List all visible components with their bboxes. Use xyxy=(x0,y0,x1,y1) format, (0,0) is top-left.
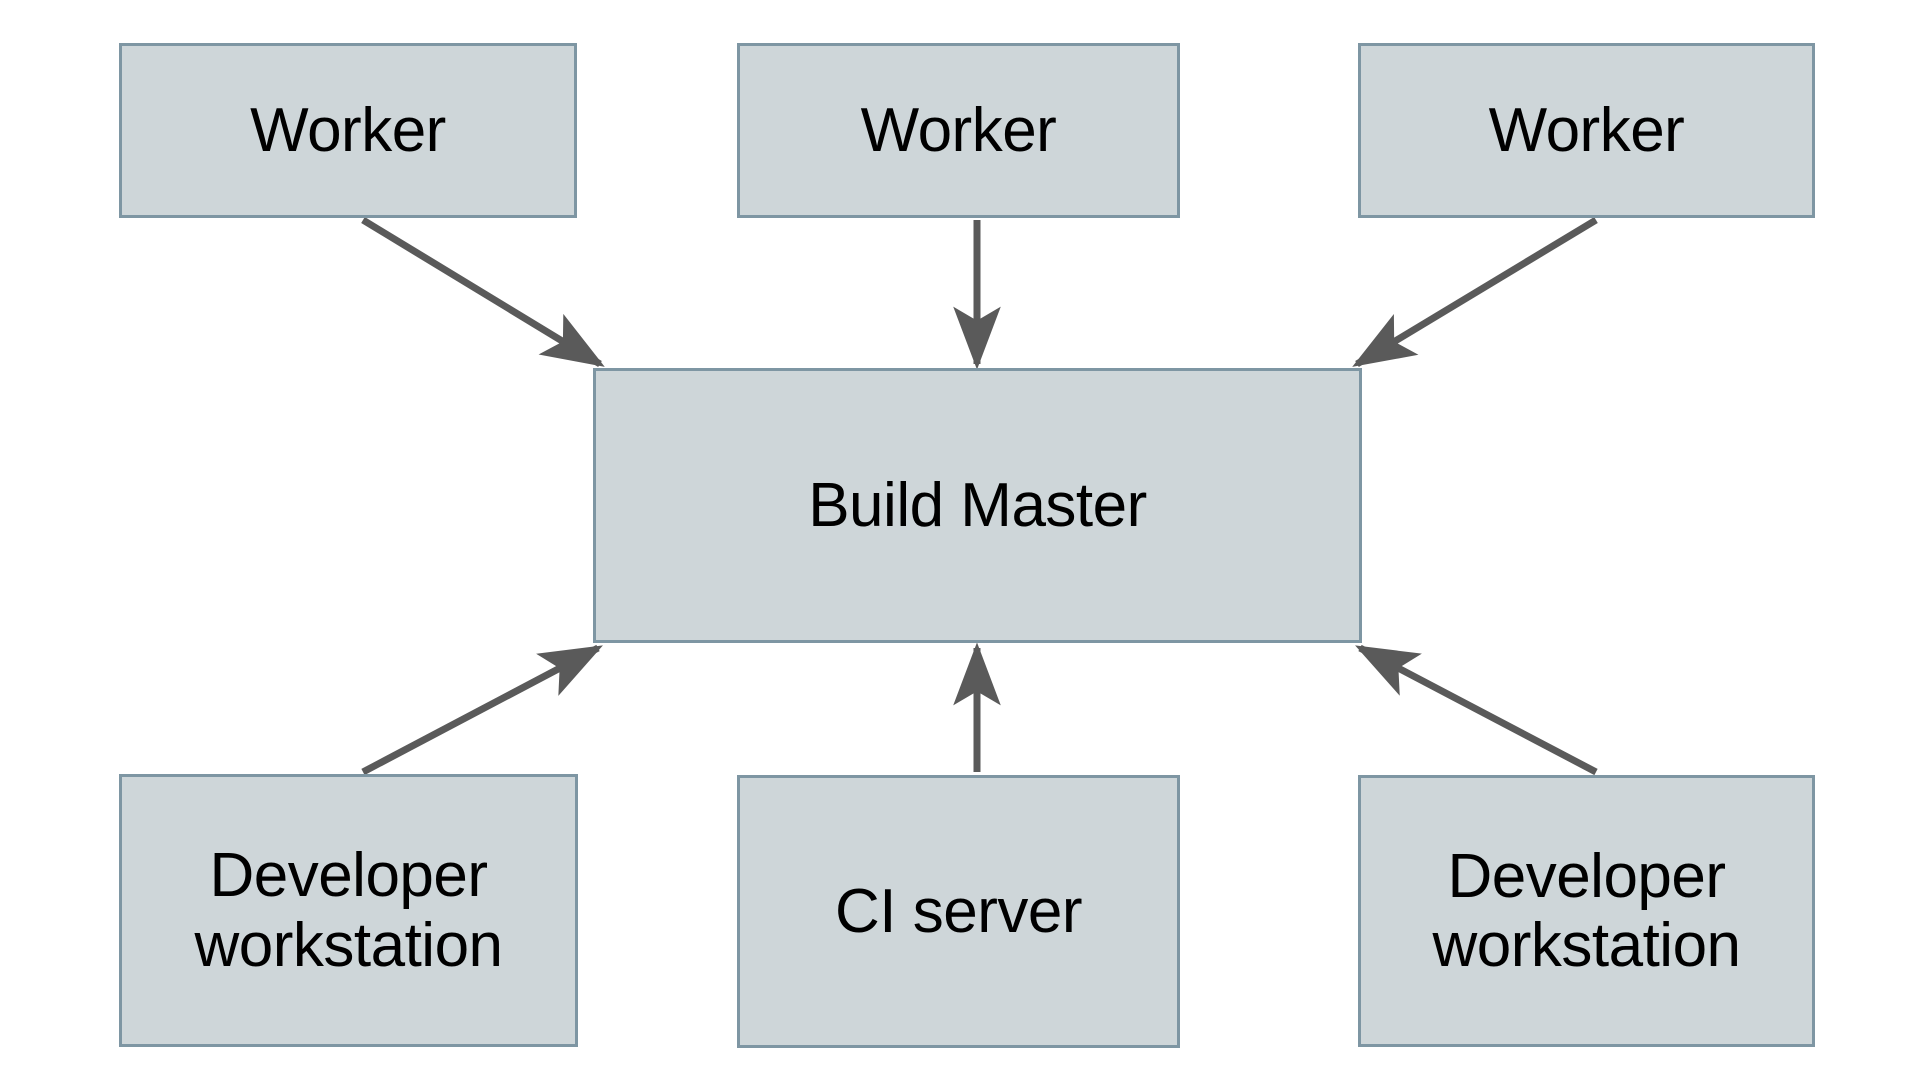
node-label: Developer workstation xyxy=(194,841,503,980)
node-label: Worker xyxy=(250,95,446,165)
node-worker-2[interactable]: Worker xyxy=(737,43,1180,218)
node-developer-workstation-left[interactable]: Developer workstation xyxy=(119,774,578,1047)
edge-worker-3-to-build-master xyxy=(1352,217,1598,367)
node-label: Worker xyxy=(860,95,1057,165)
node-worker-1[interactable]: Worker xyxy=(119,43,577,218)
edge-developer-workstation-left-to-build-master xyxy=(361,644,603,776)
node-ci-server[interactable]: CI server xyxy=(737,775,1180,1048)
node-worker-3[interactable]: Worker xyxy=(1358,43,1815,218)
node-build-master[interactable]: Build Master xyxy=(593,368,1362,643)
node-label: Developer workstation xyxy=(1432,841,1741,980)
node-label: CI server xyxy=(835,876,1082,946)
node-label: Build Master xyxy=(808,470,1147,540)
node-developer-workstation-right[interactable]: Developer workstation xyxy=(1358,775,1815,1047)
edge-worker-1-to-build-master xyxy=(361,217,605,367)
edge-developer-workstation-right-to-build-master xyxy=(1355,644,1598,776)
node-label: Worker xyxy=(1488,95,1685,165)
